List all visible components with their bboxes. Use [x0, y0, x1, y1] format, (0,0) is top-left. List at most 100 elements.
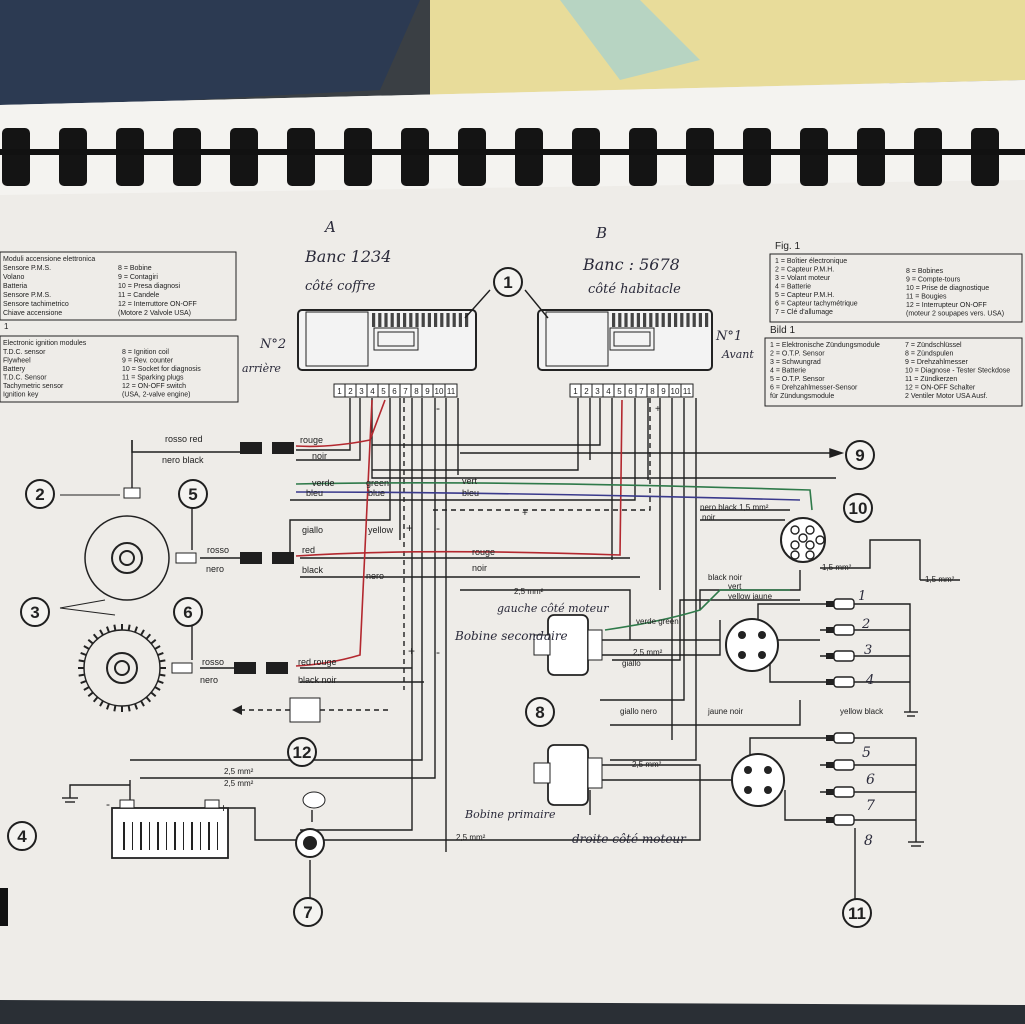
spark-plug [833, 624, 855, 636]
legend-line: Batteria [3, 283, 27, 290]
connector-pin-number: 4 [370, 387, 375, 396]
spark-plug [833, 814, 855, 826]
wire-label-25mm-e: 2,5 mm² [224, 779, 254, 788]
legend-line: 9 = Compte-tours [906, 277, 961, 284]
callout-circle [25, 479, 55, 509]
wire-label-giallo: giallo [302, 525, 323, 535]
ignition-coil-secondary [533, 614, 603, 676]
diagnostic-pin [805, 540, 815, 550]
connector-pin-number: 3 [595, 387, 600, 396]
wire-label-15mm-a: 1,5 mm² [822, 563, 852, 572]
binding-ring [572, 128, 600, 186]
connector-pin-number: 5 [381, 387, 386, 396]
spark-plug [833, 759, 855, 771]
wire-label-yellow-jaune: yellow jaune [728, 592, 773, 601]
legend-line: 5 = O.T.P. Sensor [770, 376, 825, 383]
legend-line: 9 = Rev. counter [122, 358, 174, 365]
tachymetric-sensor-6 [171, 662, 193, 674]
binding-ring [59, 128, 87, 186]
wire-label-nero: nero [206, 564, 224, 574]
legend-line: für Zündungsmodule [770, 393, 834, 400]
spark-plugs [826, 598, 855, 826]
spark-plug [833, 650, 855, 662]
callout-circle [293, 897, 323, 927]
ecu-module-b [537, 309, 713, 371]
plug-connector-top [725, 618, 779, 672]
wire-sign-minus-c: - [436, 645, 440, 659]
legend-line: Sensore P.M.S. [3, 265, 51, 272]
callout-number: 4 [17, 827, 27, 846]
hand-plug-number: 1 [858, 589, 866, 604]
legend-line: Volano [3, 274, 25, 281]
wire-label-black: black [302, 565, 324, 575]
legend-line: 7 = Clé d'allumage [775, 309, 833, 316]
wire-label-25mm-a: 2,5 mm² [514, 587, 544, 596]
wire-label-vert: vert [462, 476, 478, 486]
legend-line: Sensore tachimetrico [3, 301, 69, 308]
ground-symbols [62, 711, 924, 847]
connector-pin-number: 4 [606, 387, 611, 396]
legend-it-title: Moduli accensione elettronica [3, 256, 95, 263]
connector-pin-number: 10 [435, 387, 444, 396]
battery [111, 799, 229, 859]
wire-label-rouge: rouge [300, 435, 323, 445]
callout-circle [173, 597, 203, 627]
spark-plug [833, 732, 855, 744]
hand-bank-b-side: côté habitacle [588, 282, 681, 297]
wire-sign-plus-d: + [522, 508, 528, 519]
connector-pin-number: 7 [639, 387, 644, 396]
callout-circle [845, 440, 875, 470]
legend-line: 8 = Zündspulen [905, 351, 954, 358]
connector-pin-number: 2 [348, 387, 353, 396]
legend-de-title: Bild 1 [770, 325, 795, 336]
wire-label-noir: noir [312, 451, 327, 461]
wire-label-rosso: rosso [207, 545, 229, 555]
legend-english: Electronic ignition modules T.D.C. senso… [0, 335, 239, 403]
diagnostic-pin [790, 525, 800, 535]
connector-pin-number: 1 [573, 387, 578, 396]
legend-line: 6 = Drehzahlmesser-Sensor [770, 385, 858, 392]
flywheel-bottom-toothed [78, 624, 166, 712]
callout-number: 10 [849, 499, 868, 518]
legend-line: 10 = Prise de diagnostique [906, 285, 989, 292]
battery-plus: + [220, 801, 227, 815]
legend-line: 5 = Capteur P.M.H. [775, 292, 834, 299]
connector-pin-number: 1 [337, 387, 342, 396]
plug-connector-bottom [731, 753, 785, 807]
hand-module-2-side: arrière [242, 362, 281, 375]
legend-line: (USA, 2-valve engine) [122, 392, 190, 399]
binding-ring [116, 128, 144, 186]
hand-plug-number: 5 [862, 745, 871, 761]
wire-label-25mm-d: 2,5 mm² [224, 767, 254, 776]
wire-label-bleu-2: bleu [462, 488, 479, 498]
wire-label-noir-3: noir [702, 513, 716, 522]
wire-label-yellow-black: yellow black [840, 707, 884, 716]
hand-coil-primary: Bobine primaire [464, 808, 556, 821]
legend-line: 2 = O.T.P. Sensor [770, 351, 825, 358]
wire-label-bleu: bleu [306, 488, 323, 498]
connector-pin-number: 9 [661, 387, 666, 396]
binding-ring [971, 128, 999, 186]
wire-label-vert-2: vert [728, 582, 742, 591]
legend-line: 12 = Interruttore ON-OFF [118, 301, 197, 308]
wire-label-black-noir: black noir [298, 675, 337, 685]
legend-line: 2 = Capteur P.M.H. [775, 267, 834, 274]
ignition-key [295, 791, 326, 858]
legend-line: 8 = Ignition coil [122, 349, 169, 356]
diagnostic-pin [805, 525, 815, 535]
callout-circle [493, 267, 523, 297]
callout-circle [525, 697, 555, 727]
hand-coil-lower-note: droite côté moteur [572, 832, 687, 846]
connector-pin-number: 9 [425, 387, 430, 396]
legend-line: 3 = Volant moteur [775, 275, 831, 282]
legend-line: 2 Ventiler Motor USA Ausf. [905, 393, 988, 400]
tdc-sensor-2 [123, 487, 141, 499]
wire-sign-plus-c: + [408, 644, 415, 658]
hand-plug-number: 3 [864, 643, 872, 658]
wire-label-green: green [366, 478, 389, 488]
connector-pin-number: 8 [414, 387, 419, 396]
